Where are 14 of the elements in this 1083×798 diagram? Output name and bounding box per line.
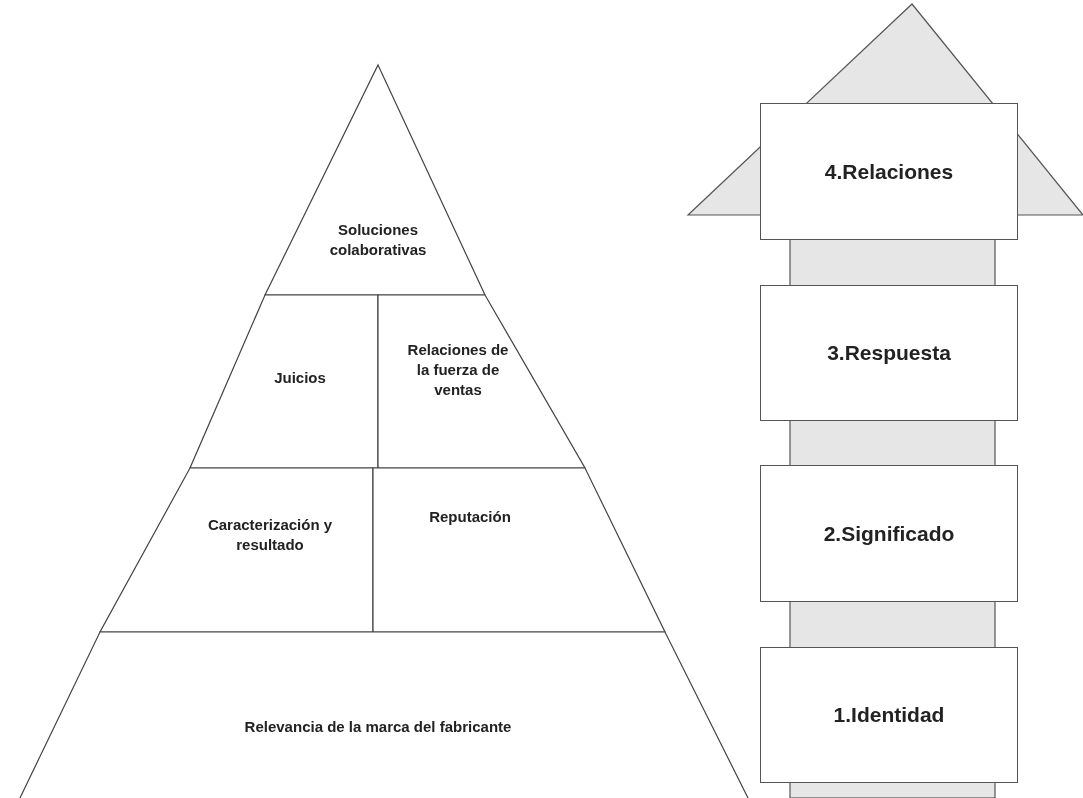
tier-label: Caracterización y resultado	[206, 515, 334, 555]
stage-label: 3.Respuesta	[827, 341, 951, 365]
stage-box	[760, 647, 1018, 783]
tier-label: Soluciones colaborativas	[328, 220, 428, 260]
stage-box	[760, 465, 1018, 602]
tier-label: Relaciones de la fuerza de ventas	[406, 340, 510, 400]
tier-label: Juicios	[273, 368, 327, 388]
stage-label: 2.Significado	[823, 521, 955, 546]
tier-label: Reputación	[428, 507, 512, 527]
tier-label: Relevancia de la marca del fabricante	[243, 717, 513, 737]
stage-label: 1.Identidad	[833, 703, 945, 727]
stage-box	[760, 285, 1018, 421]
stage-label: 4.Relaciones	[824, 159, 954, 184]
stage-box	[760, 103, 1018, 240]
